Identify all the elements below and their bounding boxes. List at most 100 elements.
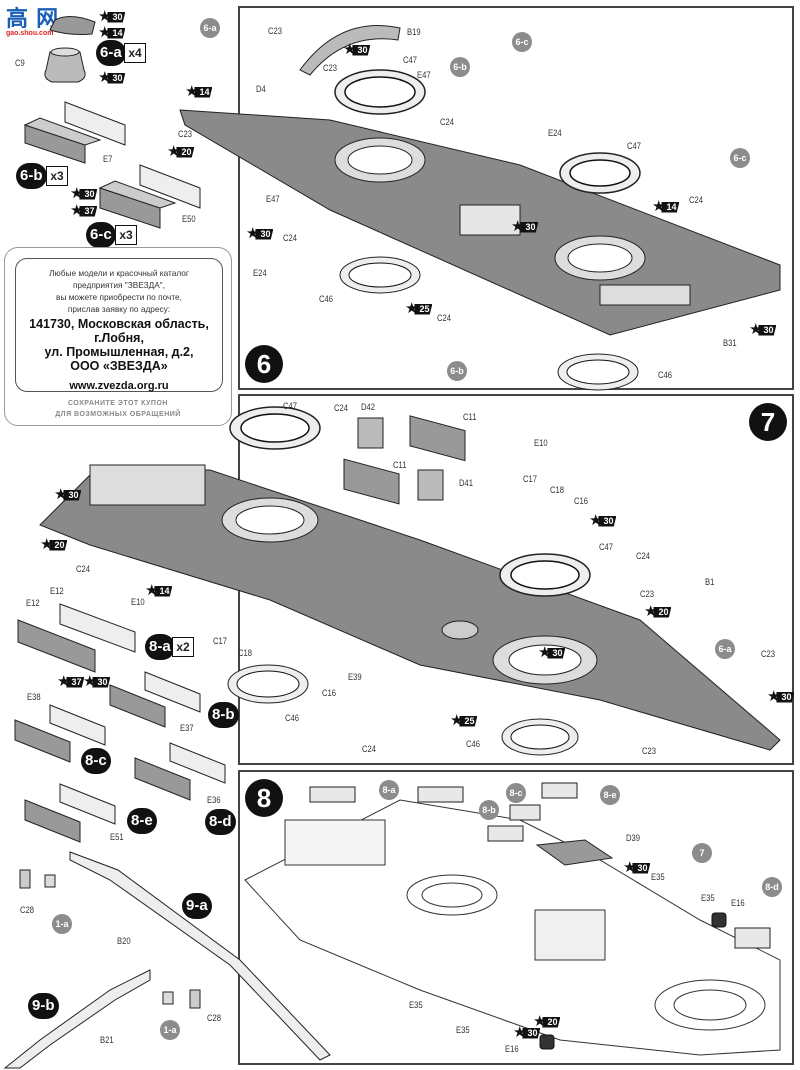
e38-part-icon	[14, 704, 106, 763]
paint-ref-25: ★25	[450, 713, 478, 728]
part-e38-label: E38	[27, 692, 41, 702]
coupon-footer-line: ДЛЯ ВОЗМОЖНЫХ ОБРАЩЕНИЙ	[55, 411, 181, 418]
coupon-line: прислав заявку по адресу:	[67, 304, 171, 314]
part-e39-label: E39	[348, 672, 362, 682]
part-e12-label: E12	[26, 598, 40, 608]
step-number-8: 8	[245, 779, 283, 817]
subassembly-8a-badge: 8-a	[145, 634, 175, 660]
paint-ref-30: ★30	[511, 219, 539, 234]
ref-8e-badge: 8-e	[600, 785, 620, 805]
part-c24-label: C24	[437, 313, 452, 323]
c46-ring-icon	[227, 664, 579, 756]
coupon-card: Любые модели и красочный каталог предпри…	[4, 247, 232, 426]
ref-6a-badge: 6-a	[200, 18, 220, 38]
part-e36-label: E36	[207, 795, 221, 805]
part-e12-label: E12	[50, 586, 64, 596]
paint-ref-30: ★30	[54, 487, 82, 502]
e51-part-icon	[24, 783, 116, 843]
watermark-url: gao.shou.com	[6, 30, 54, 37]
part-c24-label: C24	[440, 117, 455, 127]
part-e35-label: E35	[701, 893, 715, 903]
part-b21-label: B21	[100, 1035, 114, 1045]
e36-part-icon	[134, 742, 226, 801]
paint-ref-14: ★14	[185, 84, 213, 99]
part-c23-label: C23	[178, 129, 193, 139]
coupon-footer: СОХРАНИТЕ ЭТОТ КУПОН ДЛЯ ВОЗМОЖНЫХ ОБРАЩ…	[5, 398, 231, 420]
part-d41-label: D41	[459, 478, 474, 488]
paint-ref-30: ★30	[767, 689, 795, 704]
part-e24-label: E24	[253, 268, 267, 278]
part-c16-label: C16	[574, 496, 589, 506]
paint-ref-14: ★14	[145, 583, 173, 598]
part-c17-label: C17	[213, 636, 228, 646]
part-e24-label: E24	[548, 128, 562, 138]
part-b19-label: B19	[407, 27, 421, 37]
part-c24-label: C24	[76, 564, 91, 574]
part-e35-label: E35	[456, 1025, 470, 1035]
paint-ref-30: ★30	[343, 42, 371, 57]
part-e10-label: E10	[534, 438, 548, 448]
c47-ring-icon	[334, 69, 641, 194]
part-e51-label: E51	[110, 832, 124, 842]
paint-ref-37: ★37	[70, 203, 98, 218]
e16-spool-icon	[539, 912, 727, 1050]
ref-6b-badge: 6-b	[447, 361, 467, 381]
e37-part-icon	[109, 671, 201, 728]
coupon-line: вы можете приобрести по почте,	[56, 292, 182, 302]
paint-ref-30: ★30	[83, 674, 111, 689]
paint-ref-30: ★30	[98, 70, 126, 85]
ref-6b-badge: 6-b	[450, 57, 470, 77]
watermark-logo: 高 网 gao.shou.com	[6, 6, 76, 38]
c47-ring-icon	[229, 406, 591, 597]
paint-ref-20: ★20	[644, 604, 672, 619]
paint-ref-30: ★30	[623, 860, 651, 875]
paint-ref-37: ★37	[57, 674, 85, 689]
subassembly-6c-qty: x3	[115, 225, 137, 245]
paint-ref-30: ★30	[749, 322, 777, 337]
e12-part-icon	[17, 603, 136, 673]
paint-ref-30: ★30	[513, 1025, 541, 1040]
part-c23-label: C23	[642, 746, 657, 756]
watermark-brand: 高 网	[6, 6, 60, 31]
part-c24-label: C24	[689, 195, 704, 205]
coupon-website[interactable]: www.zvezda.org.ru	[69, 380, 169, 392]
c9-knob-icon	[44, 16, 96, 83]
coupon-address-line: 141730, Московская область,	[29, 317, 209, 331]
e7-part-icon	[23, 101, 126, 164]
part-e10-label: E10	[131, 597, 145, 607]
part-c23-label: C23	[323, 63, 338, 73]
paint-ref-20: ★20	[533, 1014, 561, 1029]
step6-deck	[179, 109, 781, 336]
b19-shield-icon	[299, 25, 401, 76]
part-c23-label: C23	[268, 26, 283, 36]
ref-8b-badge: 8-b	[479, 800, 499, 820]
part-b1-label: B1	[705, 577, 715, 587]
ref-6c-badge: 6-c	[730, 148, 750, 168]
coupon-line: предприятия "ЗВЕЗДА",	[72, 280, 166, 290]
part-c47-label: C47	[627, 141, 642, 151]
paint-ref-14: ★14	[652, 199, 680, 214]
part-e50-label: E50	[182, 214, 196, 224]
ref-1a-badge: 1-a	[160, 1020, 180, 1040]
ref-7-badge: 7	[692, 843, 712, 863]
paint-ref-14: ★14	[98, 25, 126, 40]
ref-6c-badge: 6-c	[512, 32, 532, 52]
part-c46-label: C46	[319, 294, 334, 304]
part-c17-label: C17	[523, 474, 538, 484]
ref-1a-badge: 1-a	[52, 914, 72, 934]
part-c11-label: C11	[393, 460, 407, 470]
part-c24-label: C24	[283, 233, 298, 243]
subassembly-6a-badge: 6-a	[96, 40, 126, 66]
part-d4-label: D4	[256, 84, 266, 94]
subassembly-8c-badge: 8-c	[81, 748, 111, 774]
part-c46-label: C46	[285, 713, 300, 723]
coupon-address-line: ООО «ЗВЕЗДА»	[70, 359, 168, 373]
step-number-7: 7	[749, 403, 787, 441]
part-c9-label: C9	[15, 58, 25, 68]
part-e35-label: E35	[651, 872, 665, 882]
paint-ref-30: ★30	[538, 645, 566, 660]
coupon-address-line: г.Лобня,	[94, 331, 144, 345]
part-c28-label: C28	[20, 905, 35, 915]
part-e47-label: E47	[266, 194, 280, 204]
part-c24-label: C24	[636, 551, 651, 561]
